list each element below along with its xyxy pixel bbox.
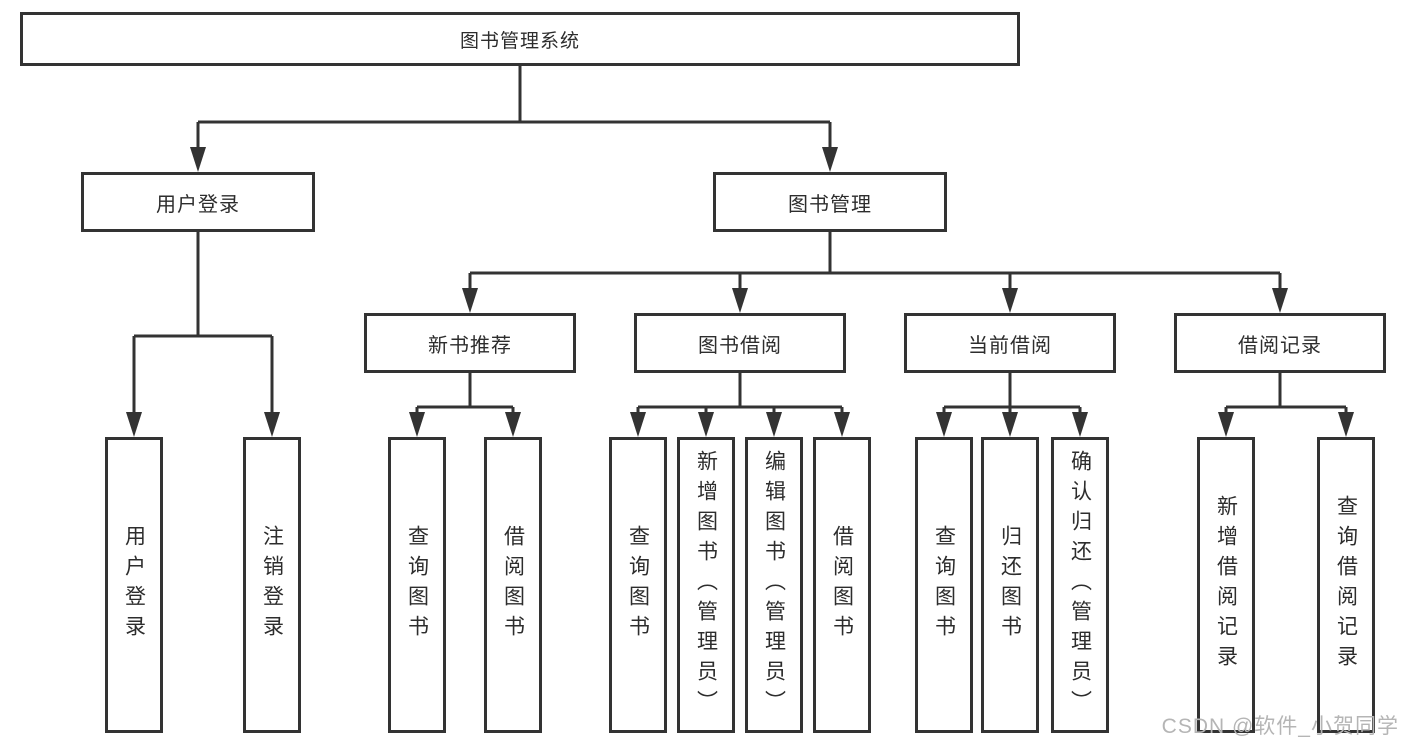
node-book-management: 图书管理 [713, 172, 947, 232]
arrow-down-icon [1272, 288, 1288, 313]
node-label: 查询图书 [932, 525, 956, 645]
node-label: 新增图书（管理员） [694, 450, 718, 720]
arrow-down-icon [1002, 288, 1018, 313]
connector-user-login-trunk [134, 232, 272, 338]
node-label: 当前借阅 [968, 334, 1052, 357]
connector-book-management-trunk [470, 232, 1280, 275]
arrow-down-icon [822, 147, 838, 172]
node-label: 确认归还（管理员） [1068, 450, 1092, 720]
node-label: 新书推荐 [428, 334, 512, 357]
leaf-node-borrow-books: 借阅图书 [484, 437, 542, 733]
node-borrowing-records: 借阅记录 [1174, 313, 1386, 373]
arrow-down-icon [126, 412, 142, 437]
connector-root-trunk [198, 66, 830, 124]
node-label: 编辑图书（管理员） [762, 450, 786, 720]
arrow-down-icon [1218, 412, 1234, 437]
connector-borrowing-records-trunk [1226, 373, 1346, 409]
arrow-down-icon [630, 412, 646, 437]
node-label: 查询借阅记录 [1334, 495, 1358, 675]
leaf-node-add-borrow-record: 新增借阅记录 [1197, 437, 1255, 733]
node-current-borrowing: 当前借阅 [904, 313, 1116, 373]
arrow-down-icon [1072, 412, 1088, 437]
node-label: 借阅图书 [830, 525, 854, 645]
node-label: 用户登录 [122, 525, 146, 645]
leaf-node-add-books-admin: 新增图书（管理员） [677, 437, 735, 733]
arrow-down-icon [264, 412, 280, 437]
leaf-node-edit-books-admin: 编辑图书（管理员） [745, 437, 803, 733]
node-book-borrowing: 图书借阅 [634, 313, 846, 373]
arrow-down-icon [1338, 412, 1354, 437]
node-label: 图书管理系统 [459, 30, 580, 52]
node-label: 查询图书 [626, 525, 650, 645]
arrow-down-icon [834, 412, 850, 437]
arrow-down-icon [936, 412, 952, 437]
arrow-down-icon [190, 147, 206, 172]
node-new-book-recommend: 新书推荐 [364, 313, 576, 373]
node-label: 借阅记录 [1238, 334, 1322, 357]
arrow-down-icon [462, 288, 478, 313]
leaf-node-query-books: 查询图书 [915, 437, 973, 733]
arrow-down-icon [732, 288, 748, 313]
node-root: 图书管理系统 [20, 12, 1020, 66]
node-label: 新增借阅记录 [1214, 495, 1238, 675]
connector-new-book-trunk [417, 373, 513, 409]
node-label: 归还图书 [998, 525, 1022, 645]
arrow-down-icon [766, 412, 782, 437]
node-label: 用户登录 [156, 193, 240, 216]
node-label: 借阅图书 [501, 525, 525, 645]
leaf-node-confirm-return-admin: 确认归还（管理员） [1051, 437, 1109, 733]
node-label: 图书管理 [788, 193, 872, 216]
leaf-node-query-borrow-record: 查询借阅记录 [1317, 437, 1375, 733]
watermark-text: CSDN @软件_小贺同学 [1161, 715, 1399, 738]
arrow-down-icon [505, 412, 521, 437]
leaf-node-user-login: 用户登录 [105, 437, 163, 733]
leaf-node-return-books: 归还图书 [981, 437, 1039, 733]
node-label: 查询图书 [405, 525, 429, 645]
connector-book-borrowing-trunk [638, 373, 842, 409]
leaf-node-borrow-books: 借阅图书 [813, 437, 871, 733]
node-label: 注销登录 [260, 525, 284, 645]
leaf-node-query-books: 查询图书 [388, 437, 446, 733]
arrow-down-icon [1002, 412, 1018, 437]
leaf-node-query-books: 查询图书 [609, 437, 667, 733]
arrow-down-icon [698, 412, 714, 437]
arrow-down-icon [409, 412, 425, 437]
node-user-login: 用户登录 [81, 172, 315, 232]
connector-current-borrowing-trunk [944, 373, 1080, 409]
node-label: 图书借阅 [698, 334, 782, 357]
leaf-node-logout: 注销登录 [243, 437, 301, 733]
